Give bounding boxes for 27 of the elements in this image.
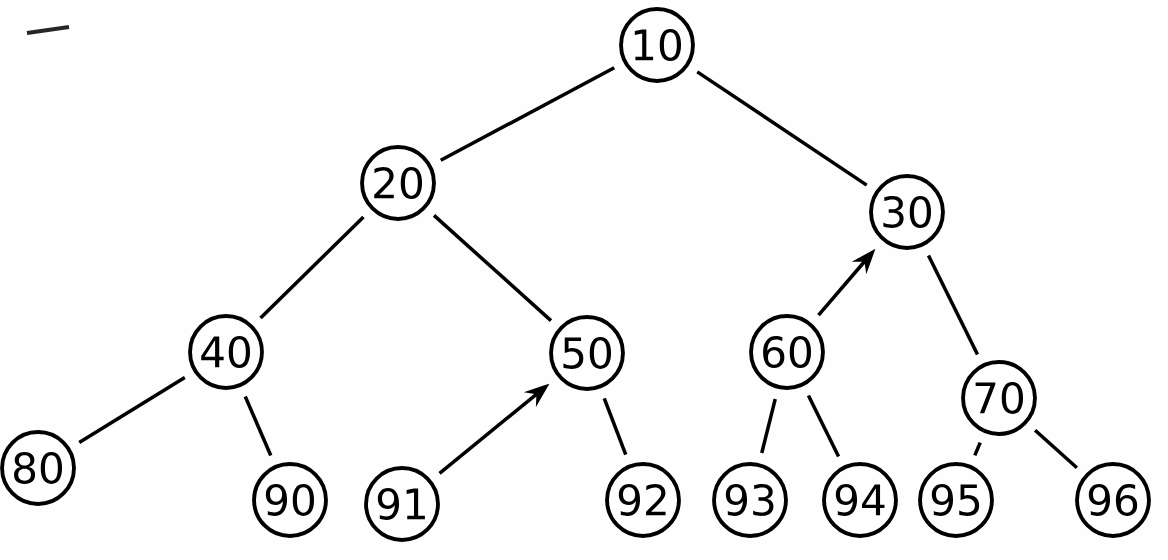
tree-edge xyxy=(696,70,868,187)
tree-node: 10 xyxy=(619,7,695,83)
tree-edge xyxy=(259,215,365,320)
tree-node: 80 xyxy=(0,430,76,506)
tree-edge xyxy=(1033,429,1079,469)
tree-edge xyxy=(760,398,777,454)
tree-edge xyxy=(432,214,553,322)
tree-node: 92 xyxy=(605,462,681,538)
tree-node: 93 xyxy=(712,462,788,538)
tree-node: 94 xyxy=(822,462,898,538)
tree-node: 90 xyxy=(252,462,328,538)
tree-node: 91 xyxy=(364,466,440,542)
tree-edge xyxy=(926,254,980,356)
tree-node: 70 xyxy=(961,360,1037,436)
tree-node: 60 xyxy=(749,314,825,390)
tree-edge xyxy=(243,395,273,457)
tree-node: 96 xyxy=(1075,462,1151,538)
tree-edge xyxy=(78,375,186,445)
tree-edge xyxy=(806,394,841,458)
tree-edge xyxy=(439,66,616,162)
tree-edge xyxy=(973,441,982,457)
tree-node: 40 xyxy=(188,314,264,390)
tree-edge xyxy=(602,397,628,456)
tree-node: 95 xyxy=(918,462,994,538)
tree-node: 20 xyxy=(360,145,436,221)
tree-node: 50 xyxy=(549,315,625,391)
tree-node: 30 xyxy=(869,174,945,250)
